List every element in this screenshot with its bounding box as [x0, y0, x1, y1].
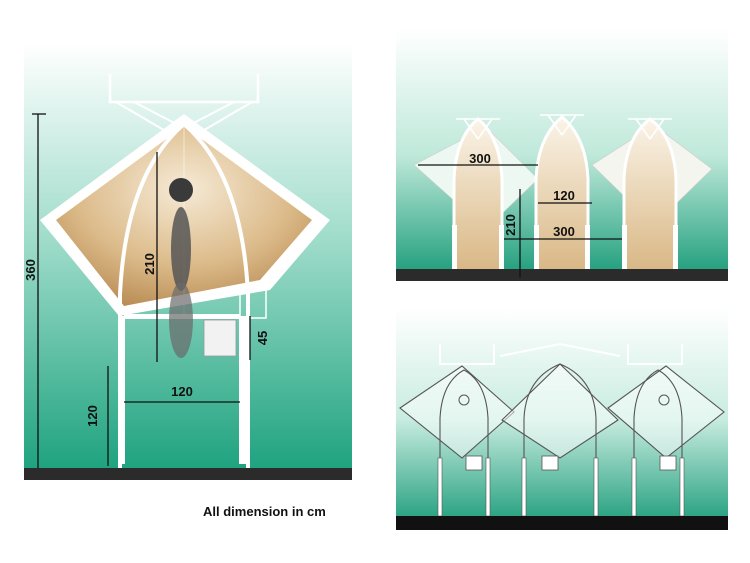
arches: [452, 115, 678, 269]
top-canopy: [108, 74, 260, 104]
dim-height: 210: [503, 214, 518, 236]
dim-inner-height: 210: [142, 253, 157, 275]
dim-total-height: 360: [24, 259, 38, 281]
ground: [24, 468, 352, 480]
figure-head: [169, 178, 193, 202]
legs: [452, 225, 678, 271]
arch-tops: [456, 114, 672, 140]
row-elevation-drawing: 300 120 210 300: [396, 29, 728, 281]
dim-shelf-height: 45: [255, 331, 270, 345]
ground: [396, 269, 728, 281]
arches: [439, 363, 683, 498]
shelf-box: [203, 319, 237, 357]
dim-base-height: 120: [85, 405, 100, 427]
right-leg: [239, 316, 246, 464]
canopies: [439, 342, 683, 365]
row-outline-panel: [396, 308, 728, 530]
canopy-struts: [115, 101, 253, 137]
ground: [396, 516, 728, 530]
figure-legs: [169, 282, 193, 358]
dim-diagonal: 300: [469, 151, 491, 166]
shelf-boxes: [465, 455, 677, 471]
figure-body: [171, 207, 191, 291]
row-elevation-panel: 300 120 210 300: [396, 29, 728, 281]
dim-width: 120: [171, 384, 193, 399]
dim-span: 300: [553, 224, 575, 239]
row-outline-drawing: [396, 308, 728, 530]
dim-width: 120: [553, 188, 575, 203]
left-leg: [118, 316, 125, 464]
main-elevation-drawing: 360 210 45 120 120: [24, 44, 352, 480]
dimension-caption: All dimension in cm: [203, 504, 326, 519]
side-box: [239, 287, 267, 319]
portholes: [458, 394, 670, 406]
roofs: [399, 363, 725, 459]
main-elevation-panel: 360 210 45 120 120: [24, 44, 352, 480]
